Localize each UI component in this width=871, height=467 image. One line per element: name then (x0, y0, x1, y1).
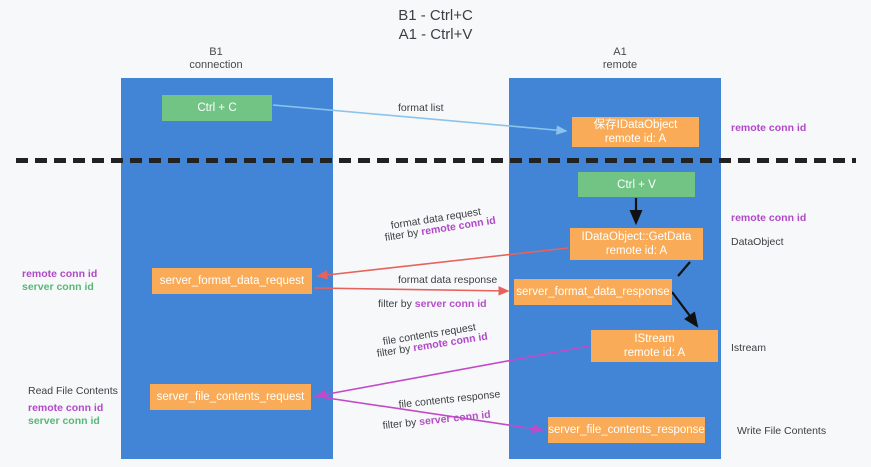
box-getdata-line2: remote id: A (605, 245, 668, 257)
box-ctrl-v[interactable]: Ctrl + V (578, 172, 695, 197)
box-idataobject-getdata[interactable]: IDataObject::GetData remote id: A (570, 228, 703, 260)
column-header-b1-role: connection (189, 59, 243, 71)
column-header-a1: A1 remote (545, 46, 695, 72)
box-getdata-line1: IDataObject::GetData (581, 231, 692, 243)
column-header-a1-role: remote (602, 59, 638, 71)
box-save-idataobject[interactable]: 保存IDataObject remote id: A (572, 117, 699, 147)
side-label-write-file-contents: Write File Contents (737, 425, 827, 437)
box-server-format-data-request[interactable]: server_format_data_request (152, 268, 312, 294)
side-label-dataobject: DataObject (731, 236, 784, 248)
box-save-idataobject-line1: 保存IDataObject (593, 119, 678, 131)
edge-label-format-list: format list (398, 102, 444, 114)
box-server-format-data-request-label: server_format_data_request (159, 275, 305, 287)
box-server-file-contents-response-label: server_file_contents_response (548, 424, 705, 436)
side-label-read-file-contents: Read File Contents (28, 385, 118, 397)
box-server-format-data-response[interactable]: server_format_data_response (514, 279, 672, 305)
side-label-remote-conn-id-left-mid: remote conn id (22, 268, 98, 280)
side-label-istream: Istream (731, 342, 767, 354)
box-ctrl-c[interactable]: Ctrl + C (162, 95, 272, 121)
side-label-server-conn-id-left-mid: server conn id (22, 281, 94, 293)
filter-prefix-1: filter by (384, 226, 423, 244)
box-ctrl-v-label: Ctrl + V (617, 178, 656, 191)
side-label-server-conn-id-left-bottom: server conn id (28, 415, 100, 427)
column-header-b1-name: B1 (209, 46, 223, 58)
box-server-file-contents-request[interactable]: server_file_contents_request (150, 384, 311, 410)
column-header-a1-name: A1 (613, 46, 627, 58)
box-istream-line1: IStream (634, 333, 675, 345)
title-line-2: A1 - Ctrl+V (398, 26, 473, 43)
edge-label-format-data-response-filter: filter by server conn id (378, 298, 487, 311)
phase-divider (16, 158, 856, 163)
title-line-1: B1 - Ctrl+C (398, 7, 473, 24)
side-label-remote-conn-id-mid: remote conn id (731, 212, 807, 224)
box-server-file-contents-response[interactable]: server_file_contents_response (548, 417, 705, 443)
box-server-file-contents-request-label: server_file_contents_request (156, 391, 305, 403)
filter-prefix-3: filter by (376, 342, 415, 360)
side-label-conn-ids-mid: remote conn id server conn id (22, 268, 97, 294)
side-label-remote-conn-id-left-bottom: remote conn id (28, 402, 104, 414)
edge-label-format-data-response: format data response (398, 274, 498, 286)
edge-label-file-contents-response-filter: filter by server conn id (382, 409, 491, 433)
filter-prefix-2: filter by (378, 298, 415, 310)
filter-key-server-conn-id-2: server conn id (418, 408, 492, 429)
side-label-remote-conn-id-top: remote conn id (731, 122, 807, 134)
box-server-format-data-response-label: server_format_data_response (516, 286, 670, 298)
box-save-idataobject-line2: remote id: A (604, 133, 667, 145)
filter-key-server-conn-id-1: server conn id (414, 298, 487, 310)
column-header-b1: B1 connection (155, 46, 277, 72)
page-title: B1 - Ctrl+C A1 - Ctrl+V (0, 6, 871, 44)
arrow-format-data-response (313, 286, 510, 296)
filter-prefix-4: filter by (382, 416, 420, 432)
box-istream[interactable]: IStream remote id: A (591, 330, 718, 362)
side-label-conn-ids-bottom: remote conn id server conn id (28, 402, 103, 428)
box-ctrl-c-label: Ctrl + C (197, 102, 237, 114)
box-istream-line2: remote id: A (623, 347, 686, 359)
